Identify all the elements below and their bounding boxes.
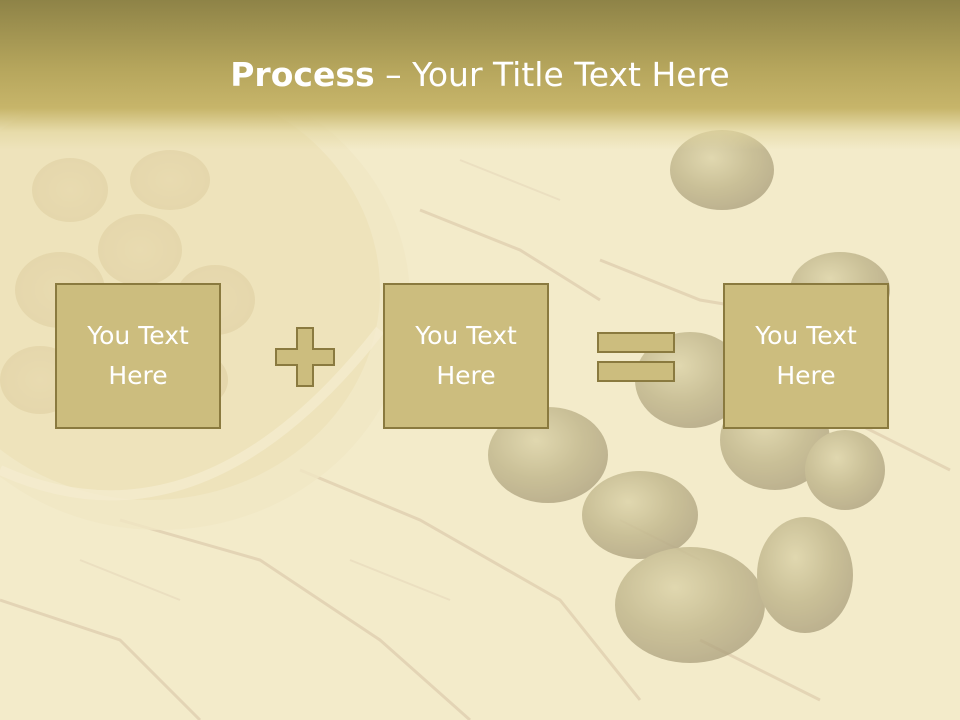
process-box-1: You Text Here [55, 283, 221, 429]
title-band [0, 0, 960, 150]
process-box-2: You Text Here [383, 283, 549, 429]
title-bold: Process [230, 55, 375, 94]
process-box-3-text: You Text Here [755, 321, 857, 390]
page-title: Process – Your Title Text Here [0, 52, 960, 98]
process-box-2-text: You Text Here [415, 321, 517, 390]
title-rest: – Your Title Text Here [374, 55, 730, 94]
process-box-1-text: You Text Here [87, 321, 189, 390]
equals-icon [597, 332, 675, 382]
plus-icon [275, 327, 335, 387]
process-box-3: You Text Here [723, 283, 889, 429]
